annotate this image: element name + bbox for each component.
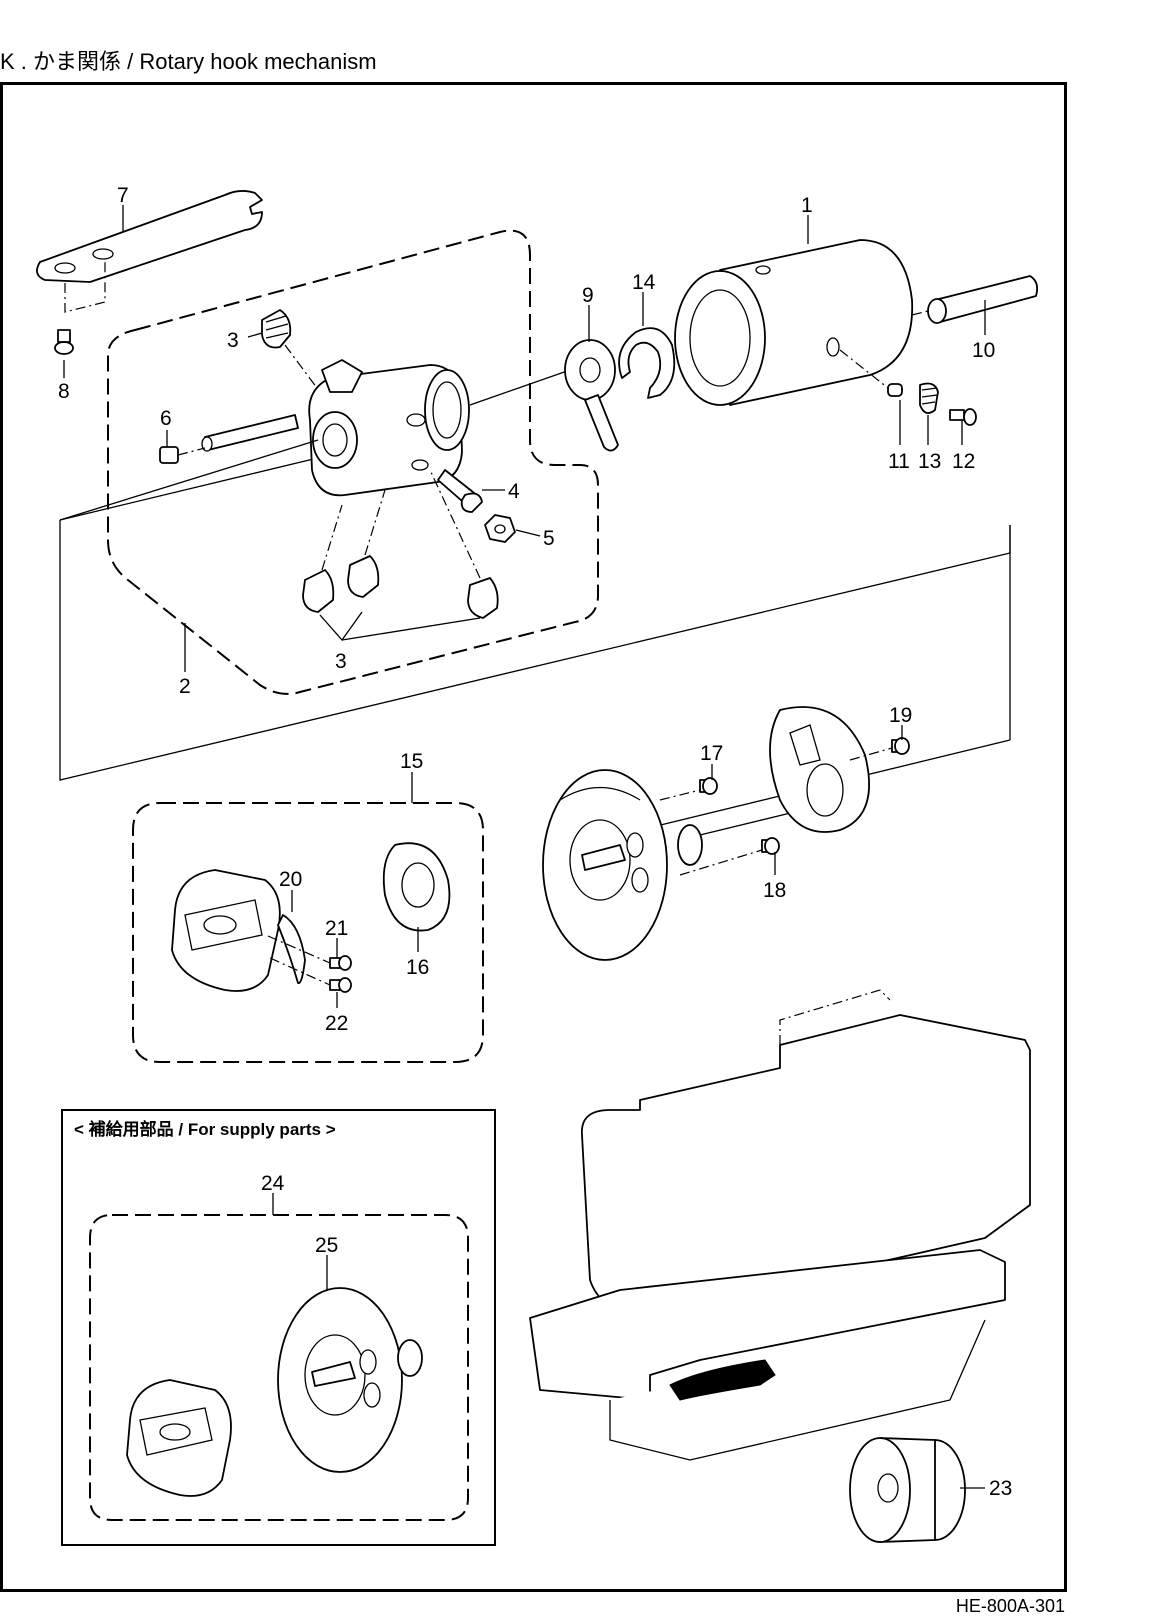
callout-22: 22 bbox=[325, 1012, 348, 1035]
callout-2: 2 bbox=[179, 675, 191, 698]
hook-retainer bbox=[769, 706, 870, 833]
callout-19: 19 bbox=[889, 704, 912, 727]
callout-7: 7 bbox=[117, 184, 129, 207]
callout-4: 4 bbox=[508, 480, 520, 503]
part-18-screw bbox=[761, 837, 780, 855]
part-13-spring bbox=[919, 382, 939, 414]
part-1-sleeve bbox=[674, 239, 914, 406]
page-title: K . かま関係 / Rotary hook mechanism bbox=[0, 49, 377, 74]
part-3-set-screw-top bbox=[261, 309, 292, 349]
callout-20: 20 bbox=[279, 868, 302, 891]
diagram-frame bbox=[0, 82, 1067, 1592]
document-code: HE-800A-301 bbox=[955, 1596, 1065, 1616]
part-22-screw bbox=[329, 977, 352, 993]
part-7-lever bbox=[36, 190, 263, 283]
callout-14: 14 bbox=[632, 271, 656, 294]
supply-parts-label: < 補給用部品 / For supply parts > bbox=[74, 1119, 336, 1139]
callout-8: 8 bbox=[58, 380, 70, 403]
callout-10: 10 bbox=[972, 339, 995, 362]
callout-21: 21 bbox=[325, 917, 348, 940]
part-19-screw bbox=[891, 737, 910, 755]
part-12-screw bbox=[949, 408, 977, 426]
part-16-ring-plate bbox=[382, 842, 451, 932]
rotary-hook bbox=[542, 769, 703, 961]
callout-25: 25 bbox=[315, 1234, 338, 1257]
callout-1: 1 bbox=[801, 194, 813, 217]
callout-23: 23 bbox=[989, 1477, 1012, 1500]
part-4-stud-screw bbox=[437, 469, 483, 513]
callout-15: 15 bbox=[400, 750, 423, 773]
bobbin-case bbox=[171, 869, 281, 992]
part-14-clip-ring bbox=[618, 327, 676, 399]
sewing-machine-outline bbox=[529, 1014, 1031, 1461]
callout-12: 12 bbox=[952, 450, 975, 473]
callout-3: 3 bbox=[227, 329, 239, 352]
supply-parts-box bbox=[61, 1109, 496, 1546]
callout-13: 13 bbox=[918, 450, 941, 473]
callout-17: 17 bbox=[700, 742, 723, 765]
assembly-outline bbox=[59, 520, 1011, 781]
part-8-screw bbox=[54, 329, 74, 355]
supply-bobbin-case bbox=[126, 1379, 232, 1497]
callout-11: 11 bbox=[888, 450, 910, 473]
part-17-screw bbox=[699, 777, 718, 795]
callout-24: 24 bbox=[261, 1172, 285, 1195]
part-21-screw bbox=[329, 955, 352, 971]
callout-3: 3 bbox=[335, 650, 347, 673]
callout-9: 9 bbox=[582, 284, 594, 307]
part-3-set-screws-lower bbox=[302, 555, 499, 619]
part-20-spring bbox=[277, 914, 306, 984]
group-24-boundary bbox=[89, 1214, 469, 1521]
callout-18: 18 bbox=[763, 879, 786, 902]
callout-5: 5 bbox=[543, 527, 555, 550]
hook-driving-body bbox=[308, 359, 470, 497]
part-10-shaft bbox=[927, 275, 1039, 324]
group-2-boundary bbox=[107, 229, 599, 695]
part-5-nut bbox=[484, 514, 516, 543]
part-23-bobbin bbox=[849, 1437, 966, 1543]
part-6-pin bbox=[159, 414, 299, 464]
part-11-pin bbox=[887, 383, 903, 397]
group-15-boundary bbox=[132, 802, 484, 1063]
part-9-plate bbox=[564, 339, 619, 452]
part-25-rotary-hook bbox=[277, 1287, 423, 1473]
callout-6: 6 bbox=[160, 407, 172, 430]
callout-16: 16 bbox=[406, 956, 429, 979]
